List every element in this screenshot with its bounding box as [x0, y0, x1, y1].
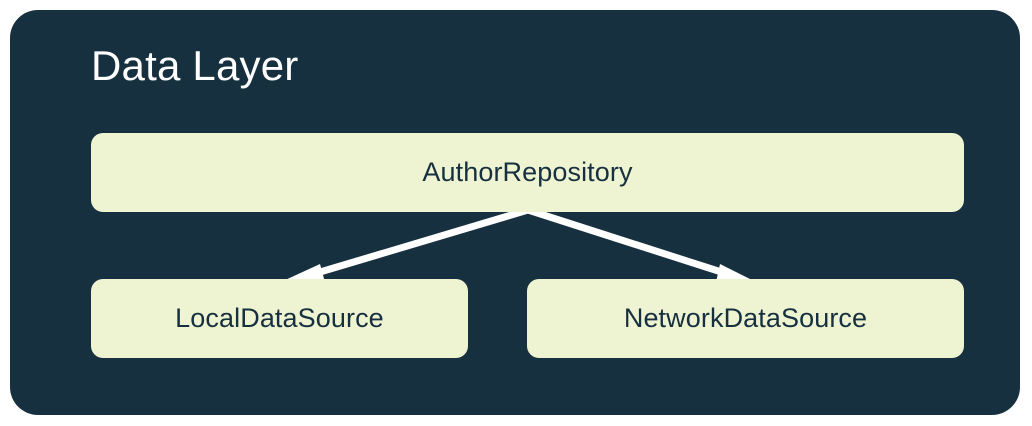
- node-local-data-source[interactable]: LocalDataSource: [91, 279, 468, 358]
- edge-author-repository-to-network-data-source: [526, 206, 758, 287]
- node-network-data-source-label: NetworkDataSource: [623, 303, 868, 333]
- edge-author-repository-to-local-data-source: [283, 206, 530, 286]
- panel-title: Data Layer: [91, 42, 299, 89]
- node-author-repository-label: AuthorRepository: [422, 157, 633, 187]
- node-local-data-source-label: LocalDataSource: [175, 303, 384, 333]
- data-layer-panel: Data Layer AuthorRepository LocalDataSou…: [10, 10, 1020, 415]
- node-author-repository[interactable]: AuthorRepository: [91, 133, 964, 212]
- node-network-data-source[interactable]: NetworkDataSource: [527, 279, 964, 358]
